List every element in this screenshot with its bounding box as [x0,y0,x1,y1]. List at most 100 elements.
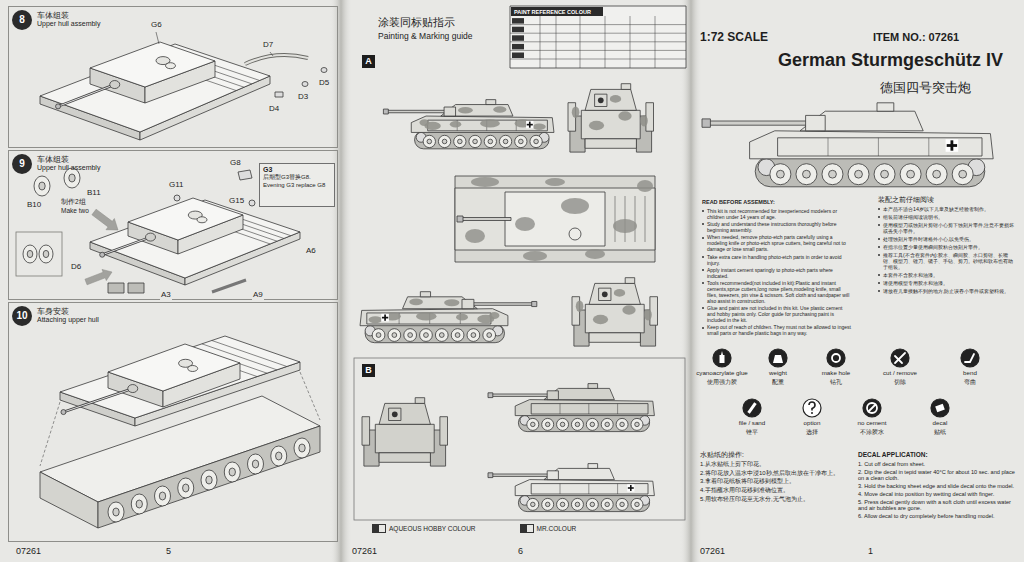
step-number-text: 9 [19,158,25,170]
wheel-hub [229,468,235,476]
wheel-hub [829,170,837,178]
gun-mantlet [547,471,558,480]
cupola [625,278,635,284]
road-wheel [435,329,448,342]
icon-caption: option [778,419,846,426]
wheel-hub [855,170,863,178]
gun-mantlet [806,115,826,130]
wheel-hub [136,500,142,508]
road-wheel [499,135,511,147]
road-wheel [34,176,50,196]
part-number: G11 [168,180,185,190]
side-skirt [531,484,648,494]
wheel-hub [473,139,478,144]
instruction-text: Keep out of reach of children. They must… [702,324,852,336]
page-footer: 5 [166,546,171,557]
part-g11 [174,195,180,201]
skirt-joint [560,404,561,414]
camouflage [465,229,485,243]
part-number: D3 [297,92,309,102]
inset-note: Evening G3 replace G8 [263,182,331,189]
wheel-hub [605,422,609,426]
camouflage [523,251,547,261]
skirt-joint [588,484,589,494]
part-d3 [302,82,308,87]
instruction-text: 4.手指蘸水用印花移到准确位置。 [700,487,850,494]
side-skirt [455,176,655,262]
wheel-hub [776,170,784,178]
side-skirt [650,297,658,326]
part-d7 [245,55,308,64]
gun-muzzle [598,97,604,103]
icon-disc [827,349,845,367]
instruction-text: 涂装同标贴指示 [378,16,455,29]
camouflage [585,249,605,259]
road-wheel [201,470,217,490]
icon [827,349,845,367]
camouflage [644,309,652,320]
instruction-text: Take extra care in handling photo-etch p… [702,254,852,266]
tank-side-view [360,292,537,343]
camouflage [409,299,423,306]
step-number: 9 [12,154,32,174]
road-wheel [404,329,417,342]
icon-caption: file / sand [718,419,786,426]
instruction-text: Study and understand these instructions … [702,221,852,233]
instruction-text: 4. Move decal into position by wetting d… [858,491,1020,498]
variant-letter: B [365,365,372,376]
camouflage [545,178,565,186]
glyph [721,351,723,355]
cupola [486,100,496,105]
paint-table-header [511,7,603,16]
wheel-hub [620,502,624,506]
part-number: D4 [268,104,280,114]
wheel-hub [907,170,915,178]
camouflage [614,289,625,297]
icon-caption: decal [906,419,974,426]
wheel-hub [43,250,49,257]
wheel-hub [933,170,941,178]
track [98,426,320,528]
part-number: D5 [318,78,330,88]
lower-hull [40,472,98,528]
wheel-hub [159,492,165,500]
instruction-text: 处理蚀刻片零件时请格外小心,以免受伤。 [878,236,1016,242]
instruction-text: 2. Dip the decal in tepid water 40°C for… [858,469,1020,482]
track [518,494,649,512]
icon-caption: cut / remove [866,369,934,376]
road-wheel [248,454,264,474]
skirt-joint [617,404,618,414]
hull [585,304,644,333]
table-rule [630,16,631,68]
assembly-illustration [40,32,327,140]
wheel-hub [487,333,492,338]
instruction-text: 水贴纸的操作: [700,451,744,459]
wheel-hub [560,502,564,506]
wheel-hub [503,139,508,144]
road-wheel [23,245,37,263]
hull [455,188,655,250]
step-frame: 车体组装Upper hull assembly8 [8,6,338,148]
road-wheel [631,418,643,430]
icon-disc [743,399,761,417]
superstructure [800,111,923,131]
glacis [379,453,430,463]
step-frame: 车体组装Upper hull assembly9G3后期型G3替换G8.Even… [8,150,338,300]
paint-table-frame [510,6,686,68]
road-wheel [483,329,496,342]
gun-mantlet [595,94,607,106]
road-wheel [796,164,817,185]
fold-shadow [680,0,702,562]
muzzle-brake [56,104,61,109]
painting-guide [354,6,686,520]
table-rule [510,50,686,51]
icon [743,399,761,417]
gun-barrel [491,394,550,396]
icon-caption: 锉平 [718,428,786,435]
road-wheel [601,418,613,430]
hull-deck [60,336,300,418]
superstructure [403,297,478,309]
glyph [747,402,756,414]
camouflage [456,314,468,321]
wheel-hub [803,170,811,178]
